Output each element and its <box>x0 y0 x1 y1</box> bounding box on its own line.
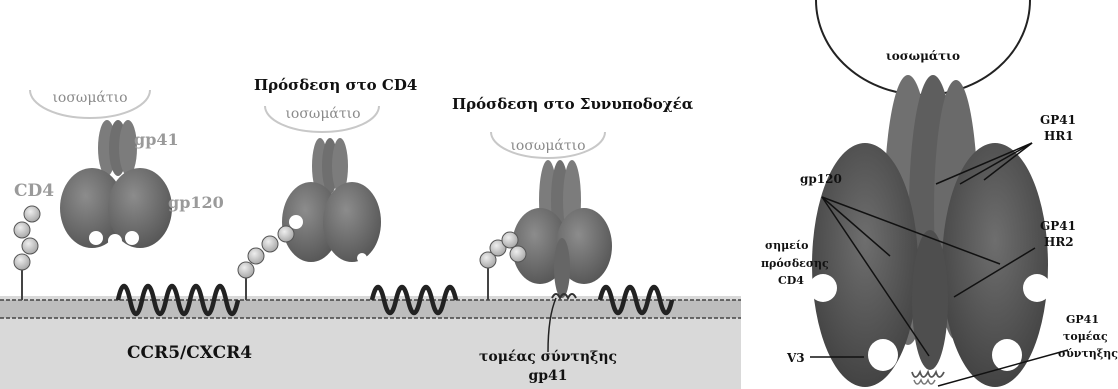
gp41-hr2-label-1: GP41 <box>1040 219 1076 233</box>
cd4-bead <box>14 254 30 270</box>
vesicle-label-stage3: ιοσωμάτιο <box>510 138 585 154</box>
cd4-site-label-3: CD4 <box>778 274 804 287</box>
binding-site <box>89 231 103 245</box>
stage3-title: Πρόσδεση στο Συνυποδοχέα <box>452 95 694 113</box>
cd4-bead <box>502 232 518 248</box>
gp41-hr2-label-2: HR2 <box>1044 235 1074 249</box>
gp41-fusion-stalk <box>554 238 570 298</box>
vesicle-label-stage2: ιοσωμάτιο <box>285 106 360 122</box>
gp41-hr1-label-2: HR1 <box>1044 129 1074 143</box>
gp41-fusion-label-2: τομέας <box>1063 330 1108 343</box>
cd4-bead <box>262 236 278 252</box>
fusion-domain-label-2: gp41 <box>528 368 567 384</box>
cd4-bead <box>24 206 40 222</box>
cd4-site-label-1: σημείο <box>765 239 809 252</box>
cd4-bead <box>510 246 526 262</box>
gp120-label: gp120 <box>168 193 224 212</box>
cd4-bead <box>248 248 264 264</box>
cd4-bead <box>22 238 38 254</box>
binding-site <box>357 253 367 263</box>
gp41-fusion-label-3: σύντηξης <box>1058 347 1118 360</box>
cd4-binding-notch <box>1023 274 1051 302</box>
gp41-hr1-label-1: GP41 <box>1040 113 1076 127</box>
vesicle-label-stage1: ιοσωμάτιο <box>52 90 127 106</box>
fusion-peptide <box>914 380 935 384</box>
cd4-site-label-2: πρόσδεσης <box>761 257 829 270</box>
cd4-bead <box>14 222 30 238</box>
cd4-bead <box>238 262 254 278</box>
coreceptor-label: CCR5/CXCR4 <box>127 343 252 363</box>
gp41-label: gp41 <box>134 130 179 149</box>
vesicle-label-right: ιοσωμάτιο <box>886 49 960 63</box>
vesicle-arc-right <box>816 0 1030 95</box>
gp120-lobe <box>323 182 381 262</box>
stage2-title: Πρόσδεση στο CD4 <box>254 76 417 94</box>
membrane-band <box>0 300 741 318</box>
right-panel: ιοσωμάτιο GP41 HR1 gp120 GP <box>761 0 1118 387</box>
gp120-label-right: gp120 <box>800 172 842 186</box>
cd4-label: CD4 <box>14 181 54 201</box>
binding-site <box>289 215 303 229</box>
binding-site <box>108 234 122 248</box>
left-panel: ιοσωμάτιο gp41 gp120 CD4 CCR5/CXCR4 Πρόσ… <box>0 76 741 389</box>
cd4-bead <box>278 226 294 242</box>
fusion-domain-label-1: τομέας σύντηξης <box>479 349 617 365</box>
cd4-binding-notch <box>809 274 837 302</box>
fusion-peptide <box>912 372 944 377</box>
v3-loop <box>868 339 898 371</box>
binding-site <box>125 231 139 245</box>
v3-label: V3 <box>786 351 805 365</box>
gp41-fusion-stalk <box>912 230 948 370</box>
gp41-fusion-label-1: GP41 <box>1066 313 1099 326</box>
